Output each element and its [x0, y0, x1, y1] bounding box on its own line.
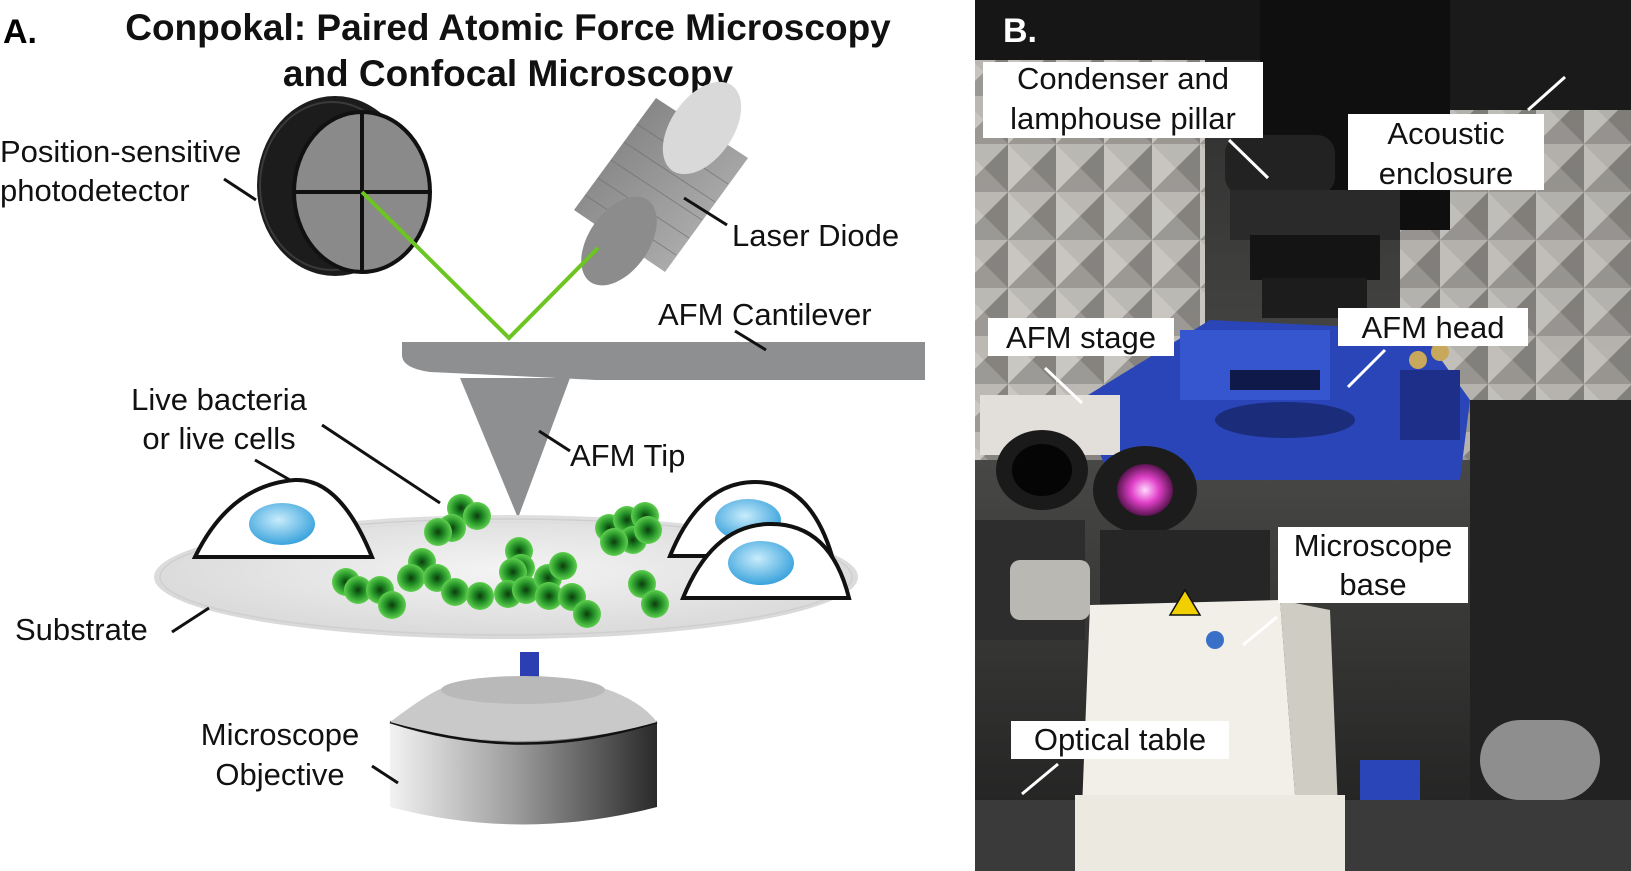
tip-leader [538, 429, 571, 453]
photodetector-disc [257, 96, 432, 276]
laser-diode-label: Laser Diode [732, 218, 899, 253]
tip-label: AFM Tip [570, 438, 685, 473]
cantilever-leader [734, 329, 767, 352]
cantilever-label: AFM Cantilever [658, 297, 872, 332]
base-label-box [1278, 527, 1468, 603]
afm-stage-label: AFM stage [1006, 320, 1156, 355]
bacterium [535, 582, 563, 610]
live-cells-leader-cell [254, 458, 291, 482]
afm-head-leader [1346, 348, 1387, 389]
panel-a-letter: A. [3, 13, 37, 51]
acoustic-label-line2: enclosure [1379, 156, 1513, 191]
laser-diode-cylinder [574, 81, 748, 286]
condenser-label-line1: Condenser and [1017, 61, 1229, 96]
afm-tip [460, 378, 570, 518]
photodetector-label-line2: photodetector [0, 173, 190, 208]
live-cells-leader-bacteria [321, 423, 441, 505]
bacterium [397, 564, 425, 592]
afm-head-label-box [1338, 308, 1528, 346]
objective-leader [371, 764, 399, 785]
bacterium [628, 570, 656, 598]
afm-head-body [1080, 320, 1470, 480]
optical-table-label-box [1011, 721, 1229, 759]
panel-b-letter: B. [1003, 12, 1037, 50]
live-cells-label-line2: or live cells [142, 421, 295, 456]
substrate-label: Substrate [15, 612, 148, 647]
photodetector-label-line1: Position-sensitive [0, 134, 241, 169]
microscope-objective [389, 676, 658, 825]
bacterium [463, 502, 491, 530]
live-cells-label-line1: Live bacteria [131, 382, 308, 417]
afm-cantilever-beam [402, 342, 925, 380]
bacterium [424, 518, 452, 546]
bacteria-cluster [332, 494, 669, 628]
optical-table-label: Optical table [1034, 722, 1206, 757]
laser-beam [360, 190, 600, 341]
bacterium [441, 578, 469, 606]
acoustic-label-box [1348, 114, 1544, 190]
bacterium [466, 582, 494, 610]
bacterium [378, 591, 406, 619]
diagram-title-line1: Conpokal: Paired Atomic Force Microscopy [125, 7, 891, 48]
condenser-leader [1227, 138, 1270, 180]
bacterium [600, 528, 628, 556]
photodetector-leader [223, 177, 257, 202]
afm-head-label: AFM head [1361, 310, 1504, 345]
objective-label-line1: Microscope [201, 717, 360, 752]
bacterium [549, 552, 577, 580]
base-label-line2: base [1339, 567, 1406, 602]
condenser-label-box [983, 62, 1263, 138]
bacterium [512, 576, 540, 604]
condenser-label-line2: lamphouse pillar [1010, 101, 1236, 136]
bacterium [634, 516, 662, 544]
live-cell [191, 477, 375, 559]
eyepieces [996, 430, 1197, 534]
bacterium [344, 576, 372, 604]
objective-label-line2: Objective [215, 757, 344, 792]
base-label-line1: Microscope [1294, 528, 1453, 563]
panel-a: A. Conpokal: Paired Atomic Force Microsc… [0, 7, 925, 825]
acoustic-label-line1: Acoustic [1387, 116, 1504, 151]
acoustic-leader [1527, 75, 1566, 112]
base-leader [1242, 615, 1278, 647]
afm-stage-label-box [988, 318, 1174, 356]
afm-stage-leader [1043, 366, 1084, 405]
diagram-title-line2: and Confocal Microscopy [283, 53, 734, 94]
optical-table-leader [1021, 762, 1059, 796]
live-cell [680, 521, 852, 600]
substrate-leader [171, 606, 210, 634]
panel-b-photo: B. Condenser and lamphouse pillar Acoust… [975, 0, 1631, 871]
laser-diode-leader [683, 196, 728, 227]
bacterium [573, 600, 601, 628]
bacterium [641, 590, 669, 618]
